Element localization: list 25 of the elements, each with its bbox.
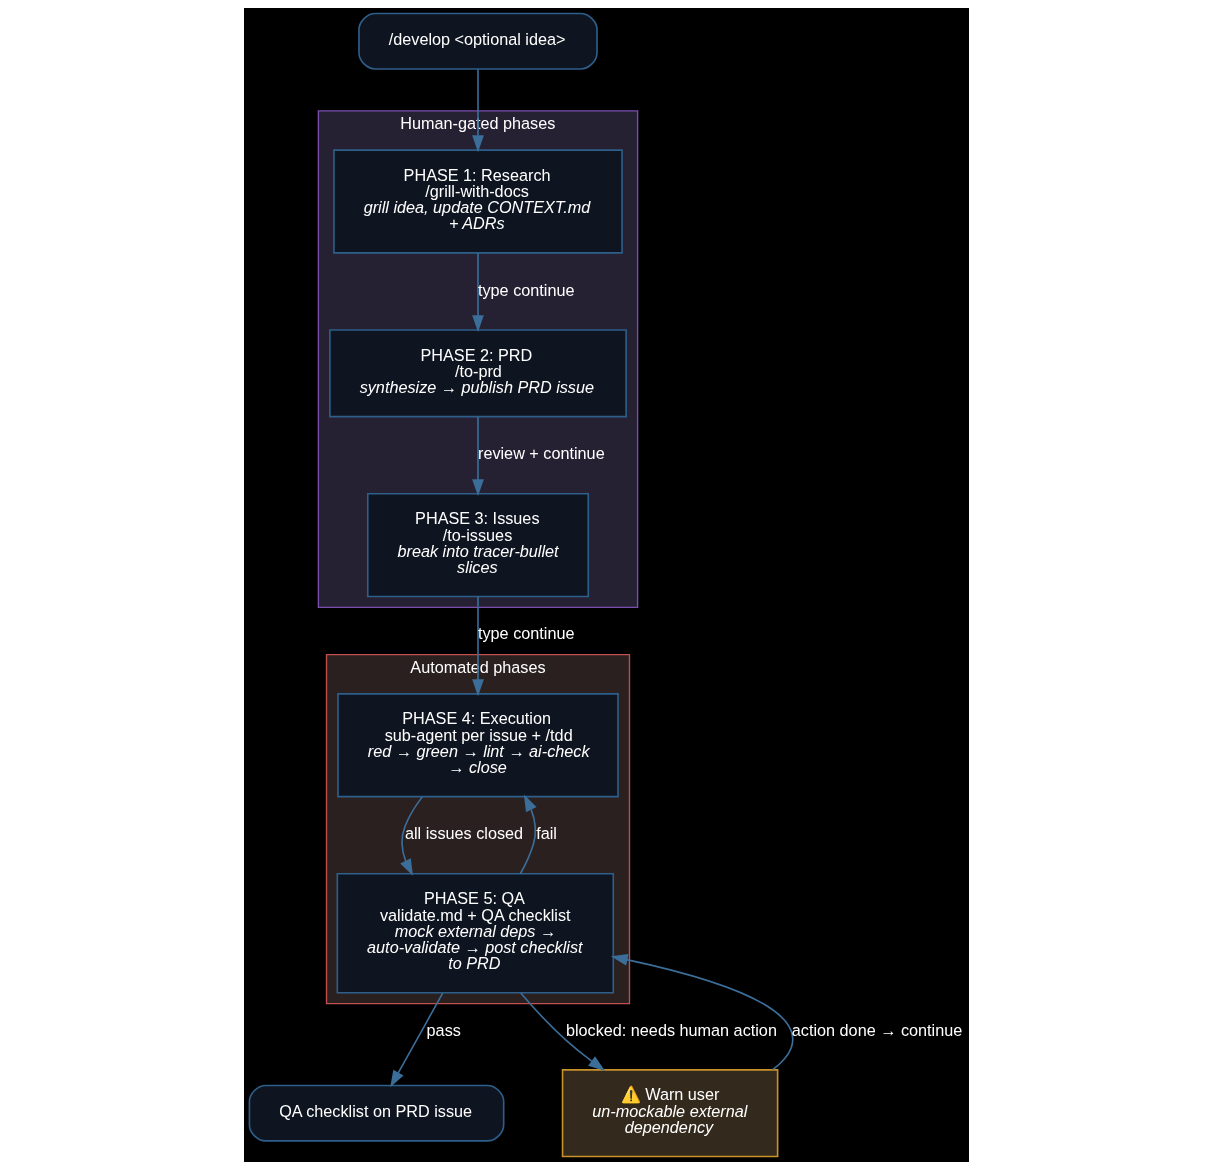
arrow xyxy=(471,252,484,333)
node-box: ⚠ Warn user un-mockable external dependency xyxy=(561,1069,778,1158)
edge-label: pass xyxy=(426,1020,461,1039)
arrow xyxy=(519,794,537,875)
arrow xyxy=(471,596,484,697)
edge-label: review + continue xyxy=(477,444,605,463)
edge-label: all issues closed xyxy=(404,824,523,843)
node-box: /develop <optional idea> xyxy=(357,12,598,70)
edge-label: action done → continue xyxy=(791,1020,962,1039)
node-box: PHASE 1: Research /grill-with-docs grill idea, update CONTEXT.md + ADRs xyxy=(332,149,623,254)
node-box: QA checklist on PRD issue xyxy=(248,1084,504,1142)
arrow xyxy=(519,992,605,1071)
arrow xyxy=(389,992,443,1088)
node-box: PHASE 5: QA validate.md + QA checklist mock external deps → auto-validate → post checklist to PRD xyxy=(336,872,614,994)
edge-label: fail xyxy=(535,824,557,843)
node-box: PHASE 2: PRD /to-prd synthesize → publish PRD issue xyxy=(328,329,627,418)
arrow xyxy=(471,68,484,153)
edge-label: type continue xyxy=(477,280,574,299)
arrow xyxy=(471,416,484,497)
edge-label: type continue xyxy=(477,624,574,643)
node-box: PHASE 4: Execution sub-agent per issue + /tdd red → green → lint → ai-check → close xyxy=(336,693,619,798)
edge-label: blocked: needs human action xyxy=(565,1020,777,1039)
arrow xyxy=(399,796,423,876)
arrow xyxy=(610,954,794,1071)
node-box: PHASE 3: Issues /to-issues break into tracer-bullet slices xyxy=(366,492,589,598)
